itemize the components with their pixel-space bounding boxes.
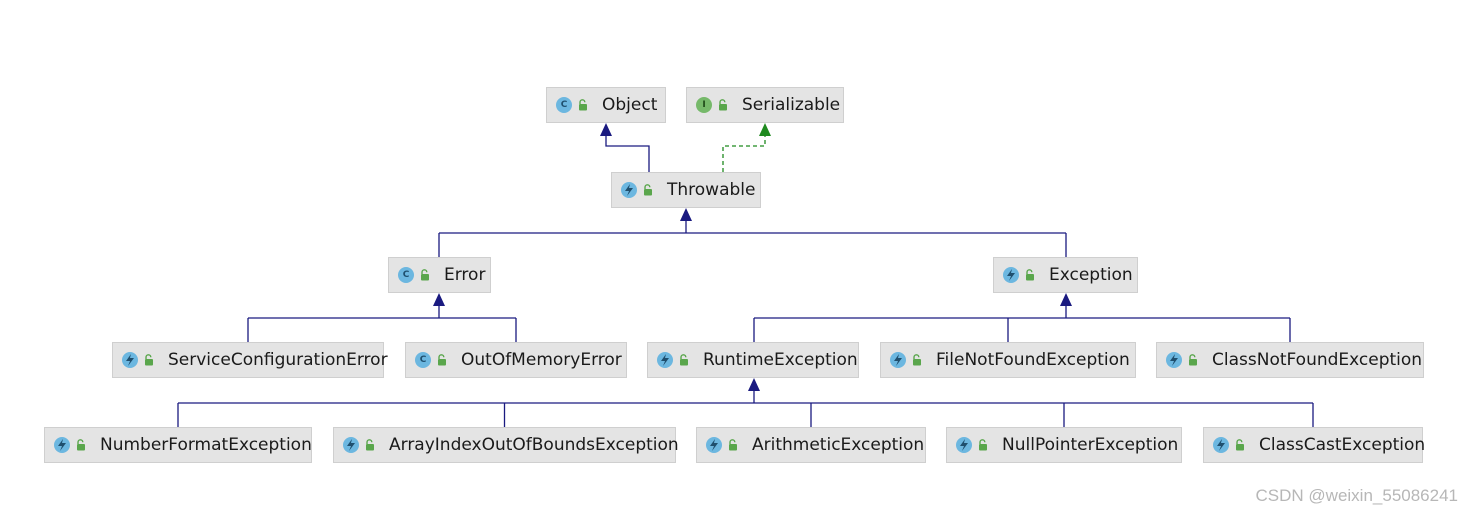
node-label: Exception: [1049, 265, 1133, 285]
public-lock-icon: [718, 99, 728, 111]
edge-throwable-object: [605, 136, 650, 172]
node-label: ArrayIndexOutOfBoundsException: [389, 435, 679, 455]
node-array-index-out-of-bounds-exception[interactable]: ArrayIndexOutOfBoundsException: [333, 427, 679, 463]
watermark: CSDN @weixin_55086241: [1255, 486, 1458, 505]
node-label: FileNotFoundException: [936, 350, 1130, 370]
node-label: ArithmeticException: [752, 435, 925, 455]
node-arithmetic-exception[interactable]: ArithmeticException: [696, 427, 926, 463]
public-lock-icon: [578, 99, 588, 111]
public-lock-icon: [1188, 354, 1198, 366]
arrowhead-exception: [1060, 293, 1072, 306]
node-number-format-exception[interactable]: NumberFormatException: [44, 427, 312, 463]
node-label: Object: [602, 95, 658, 115]
throwable-kind-icon: [621, 182, 637, 198]
edge-throwable-serializable: [722, 136, 766, 172]
arrowhead-object: [600, 123, 612, 136]
public-lock-icon: [1235, 439, 1245, 451]
node-label: ClassNotFoundException: [1212, 350, 1423, 370]
node-label: Serializable: [742, 95, 841, 115]
node-label: NullPointerException: [1002, 435, 1179, 455]
node-exception[interactable]: Exception: [993, 257, 1138, 293]
throwable-kind-icon: [54, 437, 70, 453]
node-label: NumberFormatException: [100, 435, 312, 455]
node-label: Error: [444, 265, 486, 285]
node-service-configuration-error[interactable]: ServiceConfigurationError: [112, 342, 388, 378]
node-out-of-memory-error[interactable]: C OutOfMemoryError: [405, 342, 627, 378]
node-serializable[interactable]: I Serializable: [686, 87, 844, 123]
arrowhead-runtime_exception: [748, 378, 760, 391]
public-lock-icon: [420, 269, 430, 281]
public-lock-icon: [365, 439, 375, 451]
arrowhead-throwable: [680, 208, 692, 221]
public-lock-icon: [1025, 269, 1035, 281]
public-lock-icon: [643, 184, 653, 196]
class-kind-icon: C: [398, 267, 414, 283]
throwable-kind-icon: [890, 352, 906, 368]
node-label: Throwable: [667, 180, 756, 200]
public-lock-icon: [76, 439, 86, 451]
throwable-kind-icon: [1213, 437, 1229, 453]
interface-kind-icon: I: [696, 97, 712, 113]
throwable-kind-icon: [1003, 267, 1019, 283]
public-lock-icon: [437, 354, 447, 366]
node-file-not-found-exception[interactable]: FileNotFoundException: [880, 342, 1136, 378]
node-label: OutOfMemoryError: [461, 350, 622, 370]
throwable-kind-icon: [343, 437, 359, 453]
node-object[interactable]: C Object: [546, 87, 666, 123]
node-error[interactable]: C Error: [388, 257, 491, 293]
throwable-kind-icon: [956, 437, 972, 453]
node-label: RuntimeException: [703, 350, 858, 370]
throwable-kind-icon: [122, 352, 138, 368]
public-lock-icon: [912, 354, 922, 366]
public-lock-icon: [728, 439, 738, 451]
node-label: ClassCastException: [1259, 435, 1426, 455]
node-runtime-exception[interactable]: RuntimeException: [647, 342, 859, 378]
node-label: ServiceConfigurationError: [168, 350, 388, 370]
class-kind-icon: C: [415, 352, 431, 368]
class-kind-icon: C: [556, 97, 572, 113]
arrowhead-serializable: [759, 123, 771, 136]
throwable-kind-icon: [706, 437, 722, 453]
node-throwable[interactable]: Throwable: [611, 172, 761, 208]
public-lock-icon: [679, 354, 689, 366]
node-null-pointer-exception[interactable]: NullPointerException: [946, 427, 1182, 463]
throwable-kind-icon: [657, 352, 673, 368]
throwable-kind-icon: [1166, 352, 1182, 368]
public-lock-icon: [144, 354, 154, 366]
node-class-not-found-exception[interactable]: ClassNotFoundException: [1156, 342, 1424, 378]
arrowhead-error: [433, 293, 445, 306]
public-lock-icon: [978, 439, 988, 451]
node-class-cast-exception[interactable]: ClassCastException: [1203, 427, 1426, 463]
